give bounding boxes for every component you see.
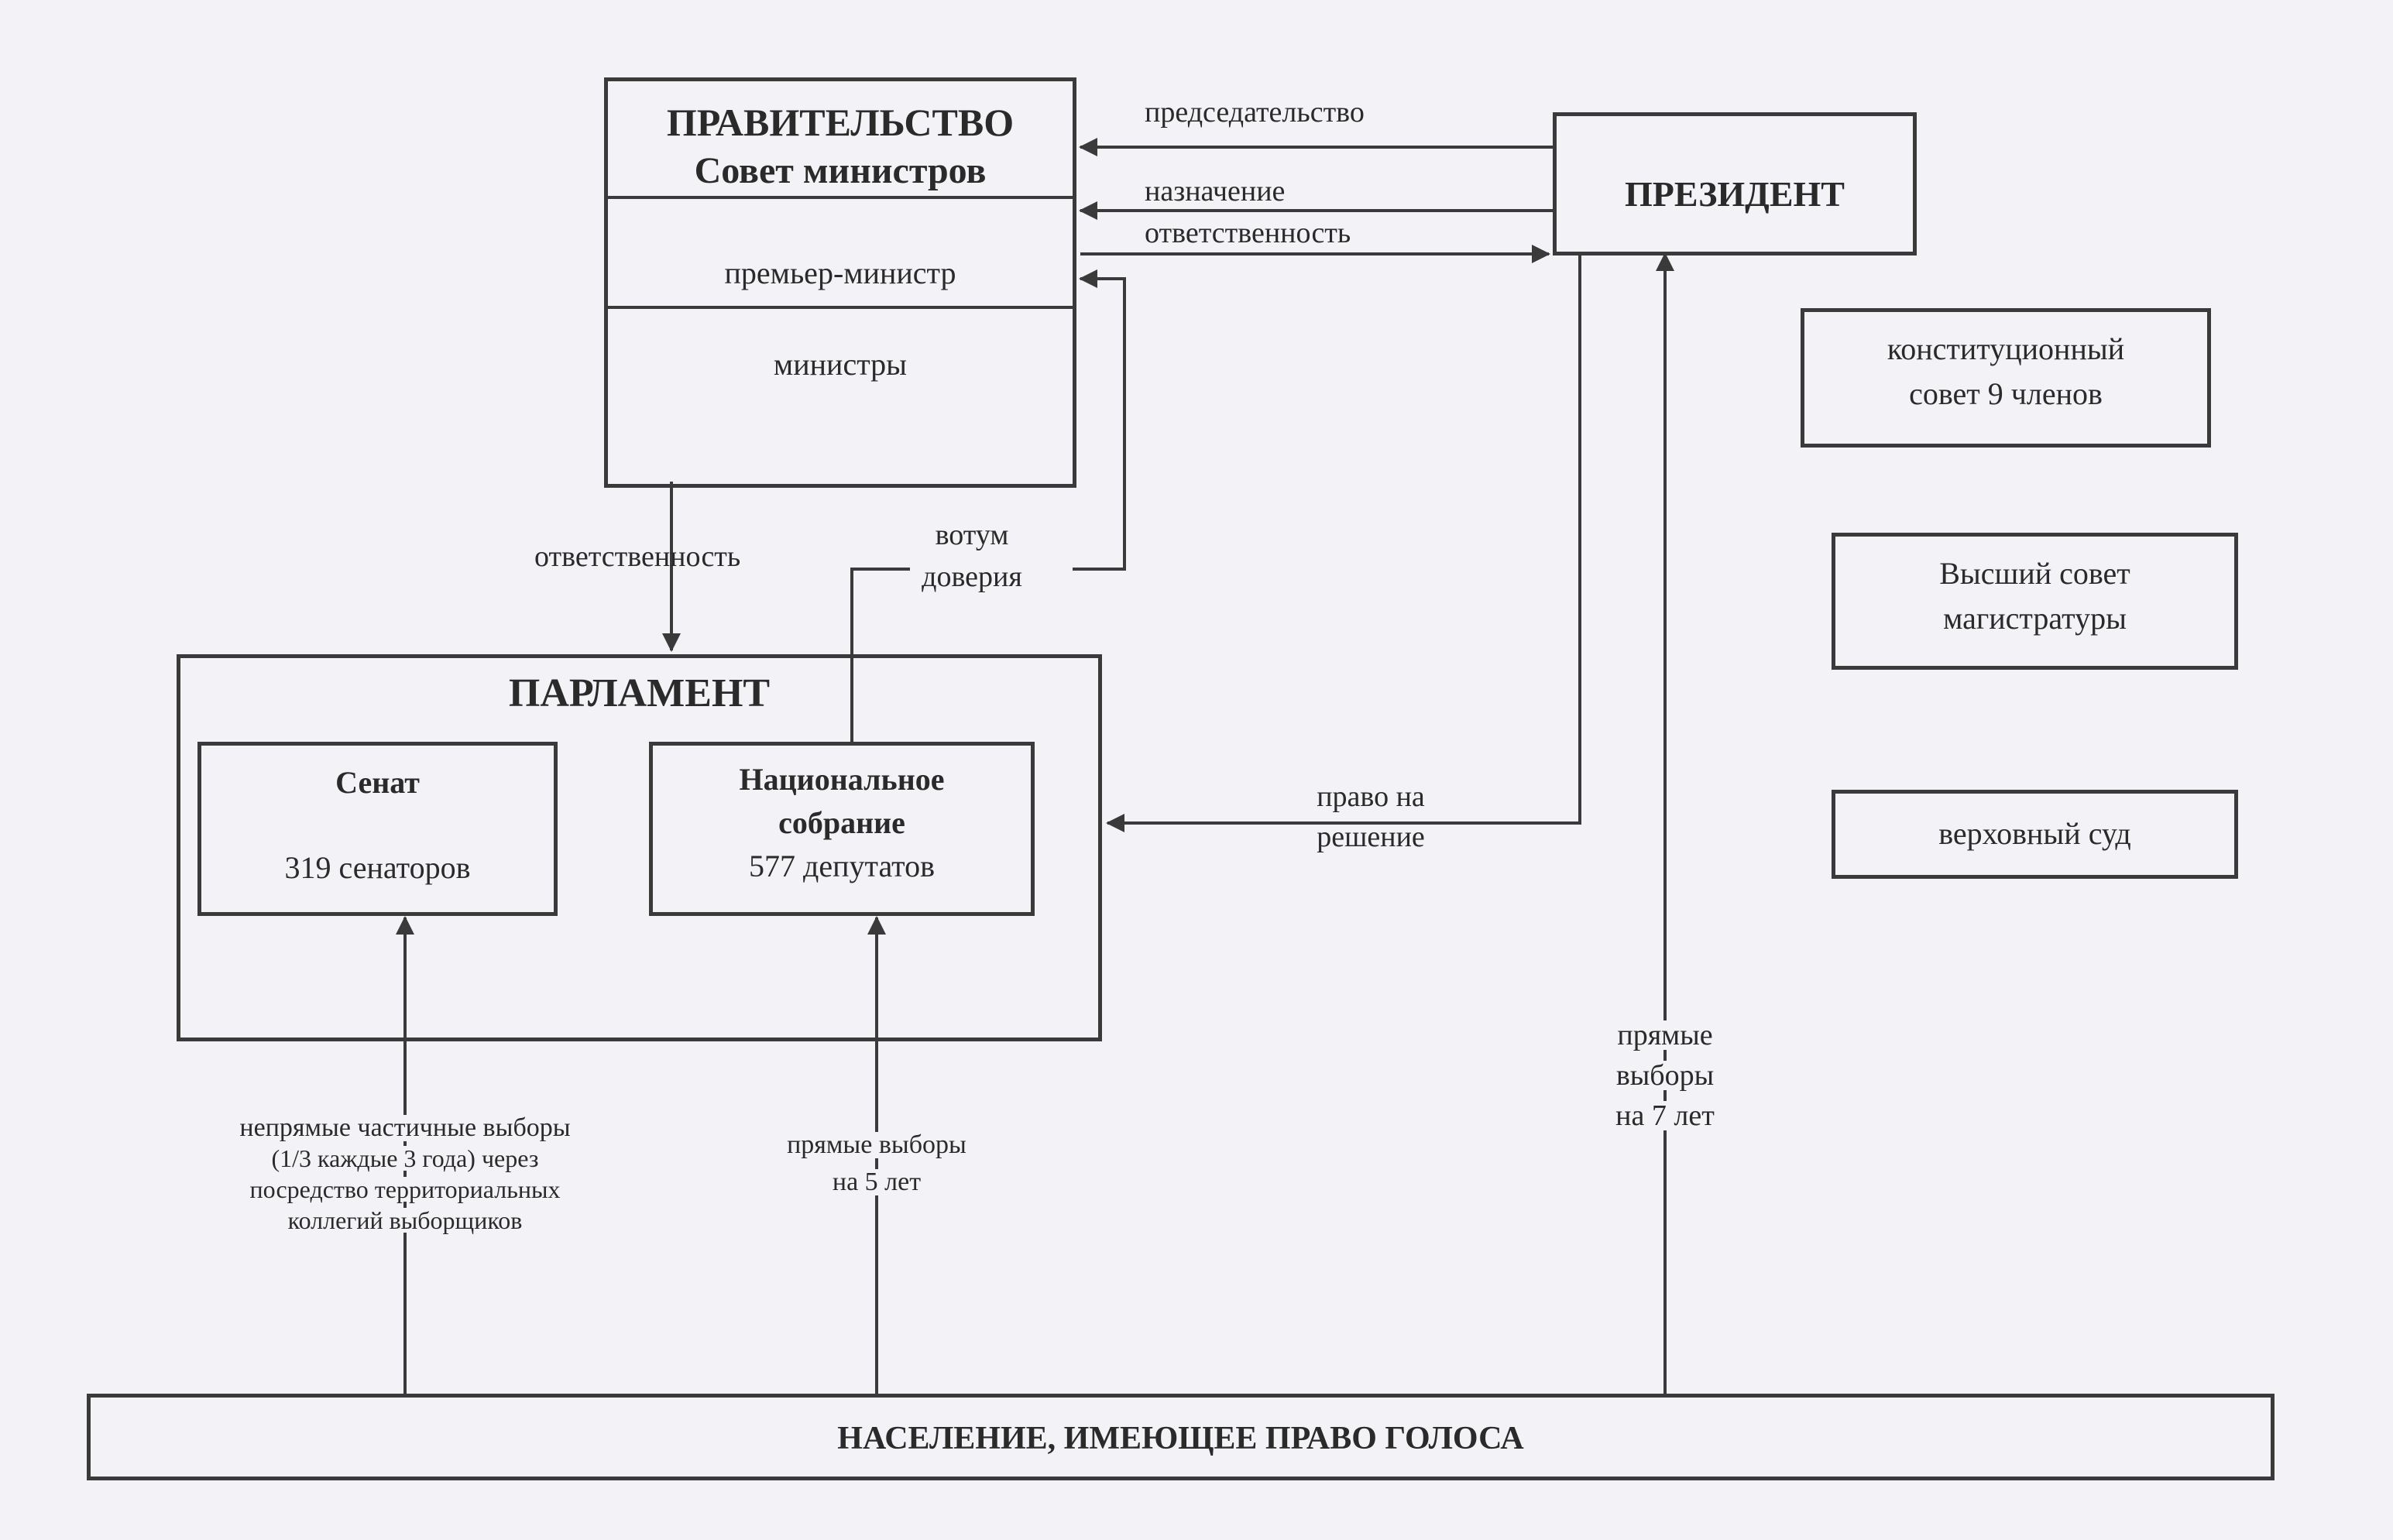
arrow-vote-confidence-2 bbox=[1073, 269, 1126, 571]
supreme-court-label: верховный суд bbox=[1938, 816, 2131, 851]
national-assembly-members: 577 депутатов bbox=[748, 849, 936, 883]
president-title: ПРЕЗИДЕНТ bbox=[1625, 174, 1845, 214]
label-assembly-elections-1: прямые выборы bbox=[760, 1132, 993, 1158]
arrow-right-to-decision bbox=[1106, 254, 1581, 832]
supreme-court-box: верховный суд bbox=[1832, 790, 2238, 879]
label-senate-elections-4: коллегий выборщиков bbox=[196, 1208, 614, 1233]
magistracy-box: Высший совет магистратуры bbox=[1832, 533, 2238, 670]
national-assembly-line2: собрание bbox=[778, 805, 905, 840]
label-president-elections-1: прямые bbox=[1595, 1020, 1735, 1050]
government-divider-2 bbox=[608, 306, 1073, 309]
population-box: НАСЕЛЕНИЕ, ИМЕЮЩЕЕ ПРАВО ГОЛОСА bbox=[87, 1394, 2275, 1480]
label-president-elections-2: выборы bbox=[1595, 1061, 1735, 1090]
government-subtitle: Совет министров bbox=[694, 150, 987, 191]
label-responsibility-president: ответственность bbox=[1145, 217, 1351, 249]
label-chairmanship: председательство bbox=[1145, 96, 1365, 129]
prime-minister-label: премьер-министр bbox=[724, 256, 956, 290]
label-senate-elections-2: (1/3 каждые 3 года) через bbox=[196, 1146, 614, 1171]
ministers-label: министры bbox=[773, 347, 908, 382]
constitutional-council-line1: конституционный bbox=[1887, 331, 2125, 366]
label-president-elections-3: на 7 лет bbox=[1595, 1101, 1735, 1130]
senate-members: 319 сенаторов bbox=[284, 850, 471, 885]
magistracy-line2: магистратуры bbox=[1943, 601, 2127, 636]
label-decision-line2: решение bbox=[1317, 821, 1425, 853]
label-confidence-line1: вотум bbox=[935, 519, 1009, 551]
senate-box: Сенат 319 сенаторов bbox=[197, 742, 558, 916]
government-title: ПРАВИТЕЛЬСТВО bbox=[666, 101, 1015, 144]
label-decision-line1: право на bbox=[1317, 780, 1425, 813]
label-senate-elections-3: посредство территориальных bbox=[196, 1177, 614, 1202]
senate-title: Сенат bbox=[335, 765, 420, 800]
label-assembly-elections-2: на 5 лет bbox=[760, 1169, 993, 1195]
arrow-vote-confidence bbox=[850, 568, 910, 743]
label-responsibility-parliament: ответственность bbox=[534, 540, 741, 573]
constitutional-council-box: конституционный совет 9 членов bbox=[1801, 308, 2211, 448]
government-divider-1 bbox=[608, 196, 1073, 199]
government-box: ПРАВИТЕЛЬСТВО Совет министров премьер-ми… bbox=[604, 77, 1076, 488]
president-box: ПРЕЗИДЕНТ bbox=[1553, 112, 1917, 256]
parliament-title: ПАРЛАМЕНТ bbox=[508, 671, 771, 715]
national-assembly-box: Национальное собрание 577 депутатов bbox=[649, 742, 1035, 916]
label-appointment: назначение bbox=[1145, 175, 1286, 208]
population-label: НАСЕЛЕНИЕ, ИМЕЮЩЕЕ ПРАВО ГОЛОСА bbox=[837, 1421, 1524, 1456]
label-senate-elections-1: непрямые частичные выборы bbox=[196, 1115, 614, 1141]
label-confidence-line2: доверия bbox=[922, 561, 1022, 593]
magistracy-line1: Высший совет bbox=[1939, 556, 2130, 591]
national-assembly-line1: Национальное bbox=[739, 762, 945, 797]
parliament-box: ПАРЛАМЕНТ bbox=[177, 654, 1102, 1041]
constitutional-council-line2: совет 9 членов bbox=[1909, 376, 2103, 411]
